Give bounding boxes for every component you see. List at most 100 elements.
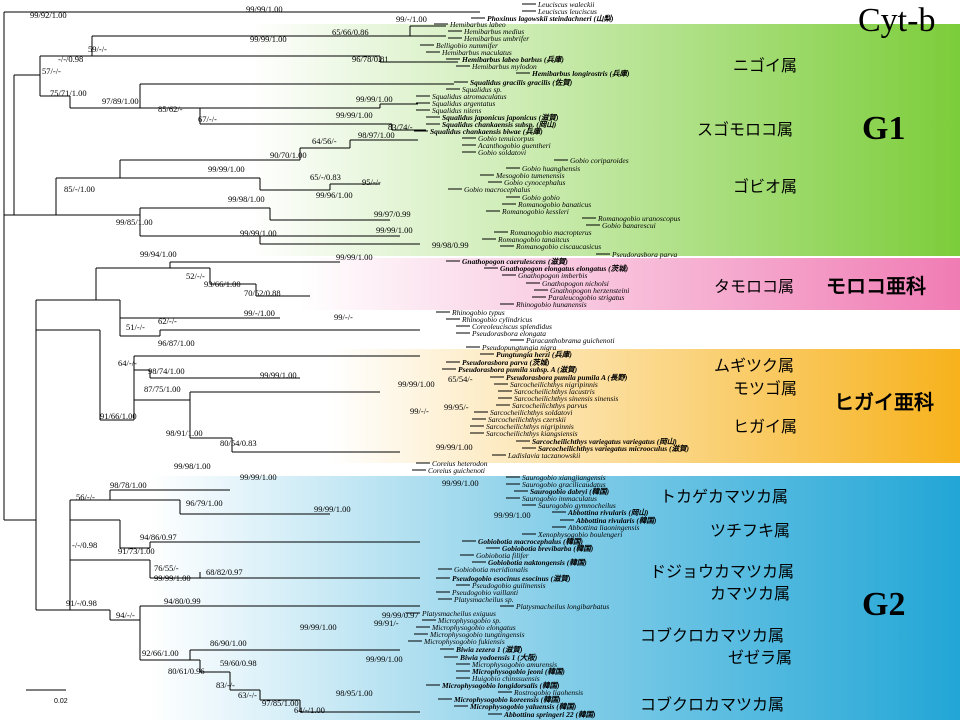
support-value: 76/55/- bbox=[154, 563, 179, 573]
taxon-label: Pseudorasbora parva (茨城) bbox=[462, 358, 550, 367]
taxon-label: Squalidus japonicus japonicus (滋賀) bbox=[442, 113, 559, 122]
taxon-label: Rhinogobio typus bbox=[451, 308, 505, 317]
taxon-label: Microphysogobio jeoni (韓国) bbox=[471, 667, 565, 676]
taxon-label: Coreius guichenoti bbox=[428, 466, 485, 475]
taxon-label: Hemibarbus umbrifer bbox=[463, 34, 529, 43]
taxon-label: Sarcocheilichthys nigripinnis bbox=[486, 422, 574, 431]
genus-label-mugitsuku: ムギツク属 bbox=[714, 356, 795, 375]
taxon-label: Abbottina rivularis (韓国) bbox=[575, 516, 657, 525]
taxon-label: Microphysogobio koreensis (韓国) bbox=[453, 695, 561, 704]
taxon-label: Platysmacheilus sp. bbox=[453, 595, 514, 604]
support-value: 64/56/- bbox=[312, 136, 337, 146]
taxon-label: Gobio gobio bbox=[522, 193, 560, 202]
taxon-label: Gnathopogon caerulescens (滋賀) bbox=[462, 257, 568, 266]
subfamily-label-moroko: モロコ亜科 bbox=[826, 274, 926, 298]
figure-title: Cyt-b bbox=[858, 2, 936, 39]
support-value: 99/99/1.00 bbox=[376, 225, 413, 235]
support-value: 91/-/0.98 bbox=[66, 598, 97, 608]
taxon-label: Sarcocheilichthys nigripinnis bbox=[510, 380, 598, 389]
taxon-label: Abbottina springeri 22 (韓国) bbox=[503, 710, 596, 719]
subfamily-label-higai: ヒガイ亜科 bbox=[834, 390, 934, 414]
taxon-label: Sarcocheilichthys soldatovi bbox=[490, 408, 572, 417]
taxon-label: Ladislavia taczanowskii bbox=[507, 451, 580, 460]
support-value: 52/-/- bbox=[186, 271, 205, 281]
support-value: 86/90/1.00 bbox=[210, 638, 247, 648]
genus-label-motsugo: モツゴ属 bbox=[733, 379, 798, 398]
genus-label-kamatsuka: カマツカ属 bbox=[710, 584, 791, 603]
group-label-g2: G2 bbox=[862, 586, 906, 623]
taxon-label: Microphysogobio longidorsalis (韓国) bbox=[441, 681, 560, 690]
genus-label-higai: ヒガイ属 bbox=[733, 417, 798, 436]
taxon-label: Phoxinus lagowskii steindachneri (山梨) bbox=[487, 14, 614, 23]
support-value: 99/99/0.97 bbox=[382, 610, 419, 620]
support-value: 90/70/1.00 bbox=[270, 150, 307, 160]
taxon-label: Paraleucogobio strigatus bbox=[547, 293, 625, 302]
support-value: 97/85/1.00 bbox=[262, 698, 299, 708]
support-value: 99/99/1.00 bbox=[300, 622, 337, 632]
support-value: 65/-/0.83 bbox=[310, 172, 341, 182]
taxon-label: Sarcocheilichthys parvus bbox=[512, 401, 587, 410]
support-value: 94/80/0.99 bbox=[164, 596, 201, 606]
taxon-label: Gnathopogon nicholsi bbox=[542, 279, 609, 288]
taxon-label: Gobiobotia filifer bbox=[476, 551, 529, 560]
taxon-label: Paracanthobrama guichenoti bbox=[525, 336, 615, 345]
taxon-label: Saurogobio dabryi (韓国) bbox=[530, 487, 610, 496]
support-value: 99/98/1.00 bbox=[174, 461, 211, 471]
support-value: 99/99/1.00 bbox=[240, 228, 277, 238]
taxon-label: Rhinogobio hunanensis bbox=[515, 300, 587, 309]
taxon-label: Romanogobio tanaitcus bbox=[497, 235, 570, 244]
taxon-label: Romanogobio banaticus bbox=[517, 200, 591, 209]
taxon-label: Microphysogobio fukiensis bbox=[423, 637, 505, 646]
taxon-label: Hemibarbus longirostris (兵庫) bbox=[531, 69, 630, 78]
support-value: 94/-/- bbox=[116, 610, 135, 620]
taxon-label: Pseudogobio esocinus esocinus (滋賀) bbox=[452, 574, 571, 583]
taxon-label: Gobio banarescui bbox=[602, 221, 656, 230]
taxon-label: Rhinogobio cylindricus bbox=[461, 315, 532, 324]
taxon-label: Hemibarbus medius bbox=[463, 27, 524, 36]
support-value: 63/-/- bbox=[238, 690, 257, 700]
support-value: 65/54/- bbox=[448, 374, 473, 384]
support-value: 57/-/- bbox=[42, 66, 61, 76]
taxon-label: Squalidus chankaensis biwae (兵庫) bbox=[430, 127, 543, 136]
taxon-label: Gnathopogon elongatus elongatus (茨城) bbox=[500, 264, 629, 273]
taxon-label: Saurogobio immaculatus bbox=[522, 494, 597, 503]
taxon-label: Squalidus gracilis gracilis (佐賀) bbox=[470, 78, 573, 87]
taxon-label: Pungtungia herzi (兵庫) bbox=[496, 350, 572, 359]
support-value: 59/60/0.98 bbox=[220, 658, 257, 668]
taxon-label: Mesogobio tumenensis bbox=[495, 171, 565, 180]
taxon-label: Squalidus chankaensis subsp. (岡山) bbox=[442, 120, 557, 129]
support-value: 99/-/- bbox=[410, 406, 429, 416]
genus-label-gobio: ゴビオ属 bbox=[733, 177, 798, 196]
taxon-label: Romanogobio kessleri bbox=[501, 207, 569, 216]
support-value: 80/54/0.83 bbox=[220, 438, 257, 448]
taxon-label: Gobio coriparoides bbox=[570, 156, 629, 165]
taxon-label: Sarcocheilichthys sinensis sinensis bbox=[514, 394, 618, 403]
taxon-label: Romanogobio uranoscopus bbox=[597, 214, 680, 223]
support-value: 99/99/1.00 bbox=[366, 654, 403, 664]
support-value: 92/66/1.00 bbox=[142, 648, 179, 658]
support-value: 59/-/- bbox=[88, 44, 107, 54]
support-value: 96/78/0.81 bbox=[352, 54, 389, 64]
taxon-label: Sarcocheilichthys variegatus microoculus… bbox=[538, 444, 690, 453]
support-value: -/-/0.98 bbox=[72, 540, 97, 550]
support-value: 99/85/1.00 bbox=[116, 217, 153, 227]
taxon-label: Microphysogobio amurensis bbox=[471, 660, 557, 669]
support-value: 56/-/- bbox=[76, 492, 95, 502]
taxon-label: Abbottina liaoningensis bbox=[567, 523, 640, 532]
support-value: 67/-/- bbox=[198, 114, 217, 124]
taxon-label: Sarcocheilichthys lacustris bbox=[514, 387, 595, 396]
group-label-g1: G1 bbox=[862, 110, 906, 147]
taxon-label: Abbottina rivularis (岡山) bbox=[567, 508, 649, 517]
support-value: 99/-/- bbox=[334, 312, 353, 322]
genus-label-nigoi: ニゴイ属 bbox=[733, 56, 798, 75]
taxon-label: Saurogobio gracilicaudatus bbox=[522, 480, 606, 489]
support-value: 62/-/- bbox=[158, 316, 177, 326]
support-value: 80/61/0.96 bbox=[168, 666, 205, 676]
scale-bar-label: 0.02 bbox=[54, 698, 68, 705]
taxon-label: Microphysogobio sp. bbox=[437, 616, 501, 625]
taxon-label: Squalidus argentatus bbox=[432, 99, 495, 108]
support-value: 99/99/1.00 bbox=[208, 164, 245, 174]
support-value: 85/-/1.00 bbox=[64, 184, 95, 194]
taxon-label: Leuciscus leuciscus bbox=[537, 7, 597, 16]
support-value: 98/95/1.00 bbox=[336, 688, 373, 698]
